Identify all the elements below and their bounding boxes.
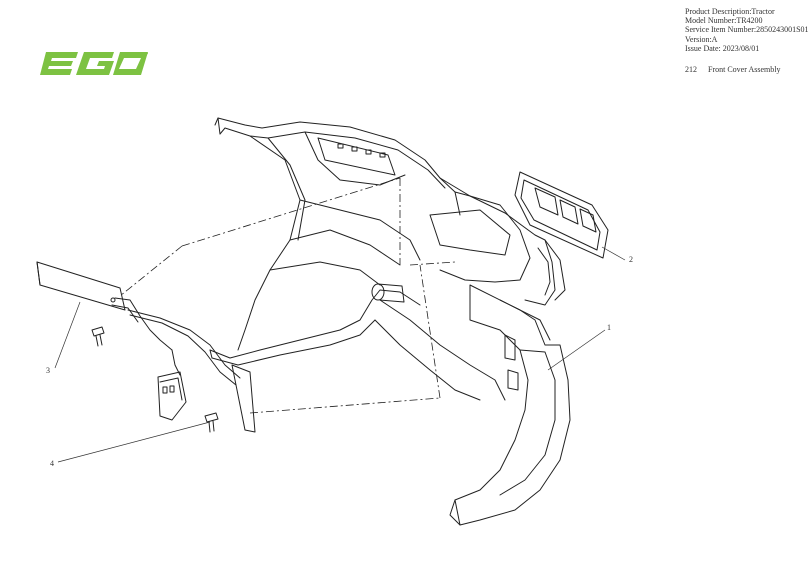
callout-4: 4: [50, 459, 54, 468]
product-description: Product Description:Tractor: [685, 7, 775, 16]
ego-logo: ™: [40, 52, 149, 75]
ego-badge: [514, 171, 609, 259]
callout-1: 1: [607, 323, 611, 332]
issue-date: Issue Date: 2023/08/01: [685, 43, 760, 53]
section-number: 212: [685, 65, 697, 74]
front-cover: [209, 117, 571, 526]
section-name: Front Cover Assembly: [708, 65, 781, 74]
bracket-plate: [36, 261, 256, 433]
svg-text:™: ™: [145, 52, 149, 57]
screw-parts: [91, 326, 219, 433]
version: Version:A: [685, 34, 718, 44]
section-title: 212 Front Cover Assembly: [685, 65, 789, 74]
callout-2: 2: [629, 255, 633, 264]
callout-3: 3: [46, 366, 50, 375]
product-info-block: Product Description:Tractor Model Number…: [685, 7, 809, 53]
service-item-number: Service Item Number:2850243001S01: [685, 25, 809, 35]
model-number: Model Number:TR4200: [685, 16, 763, 26]
